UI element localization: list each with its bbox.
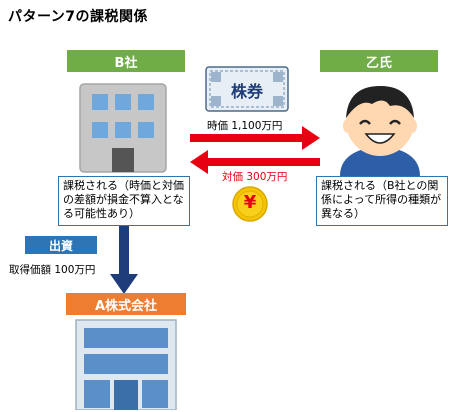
a-company-label: A株式会社 bbox=[66, 293, 186, 315]
investment-badge: 出資 bbox=[25, 236, 97, 254]
stock-certificate-icon bbox=[205, 66, 289, 112]
otsu-tax-note: 課税される（B社との関係によって所得の種類が異なる） bbox=[316, 176, 448, 226]
page-title: パターン7の課税関係 bbox=[8, 9, 149, 25]
otsu-label: 乙氏 bbox=[320, 50, 438, 72]
investment-arrow bbox=[110, 226, 138, 296]
yen-symbol: ¥ bbox=[243, 192, 257, 213]
b-company-label: B社 bbox=[67, 50, 185, 72]
stock-certificate-text: 株券 bbox=[230, 82, 263, 101]
market-value-label: 時価 1,100万円 bbox=[207, 120, 283, 132]
acquisition-cost-label: 取得価額 100万円 bbox=[9, 264, 96, 276]
consideration-label: 対価 300万円 bbox=[222, 171, 288, 183]
exchange-arrows bbox=[190, 120, 320, 190]
otsu-person-icon bbox=[330, 80, 430, 176]
b-company-building-icon bbox=[78, 82, 168, 174]
a-company-building-icon bbox=[74, 318, 178, 410]
b-company-tax-note: 課税される（時価と対価の差額が損金不算入となる可能性あり） bbox=[58, 176, 190, 226]
yen-coin-icon bbox=[232, 186, 268, 222]
